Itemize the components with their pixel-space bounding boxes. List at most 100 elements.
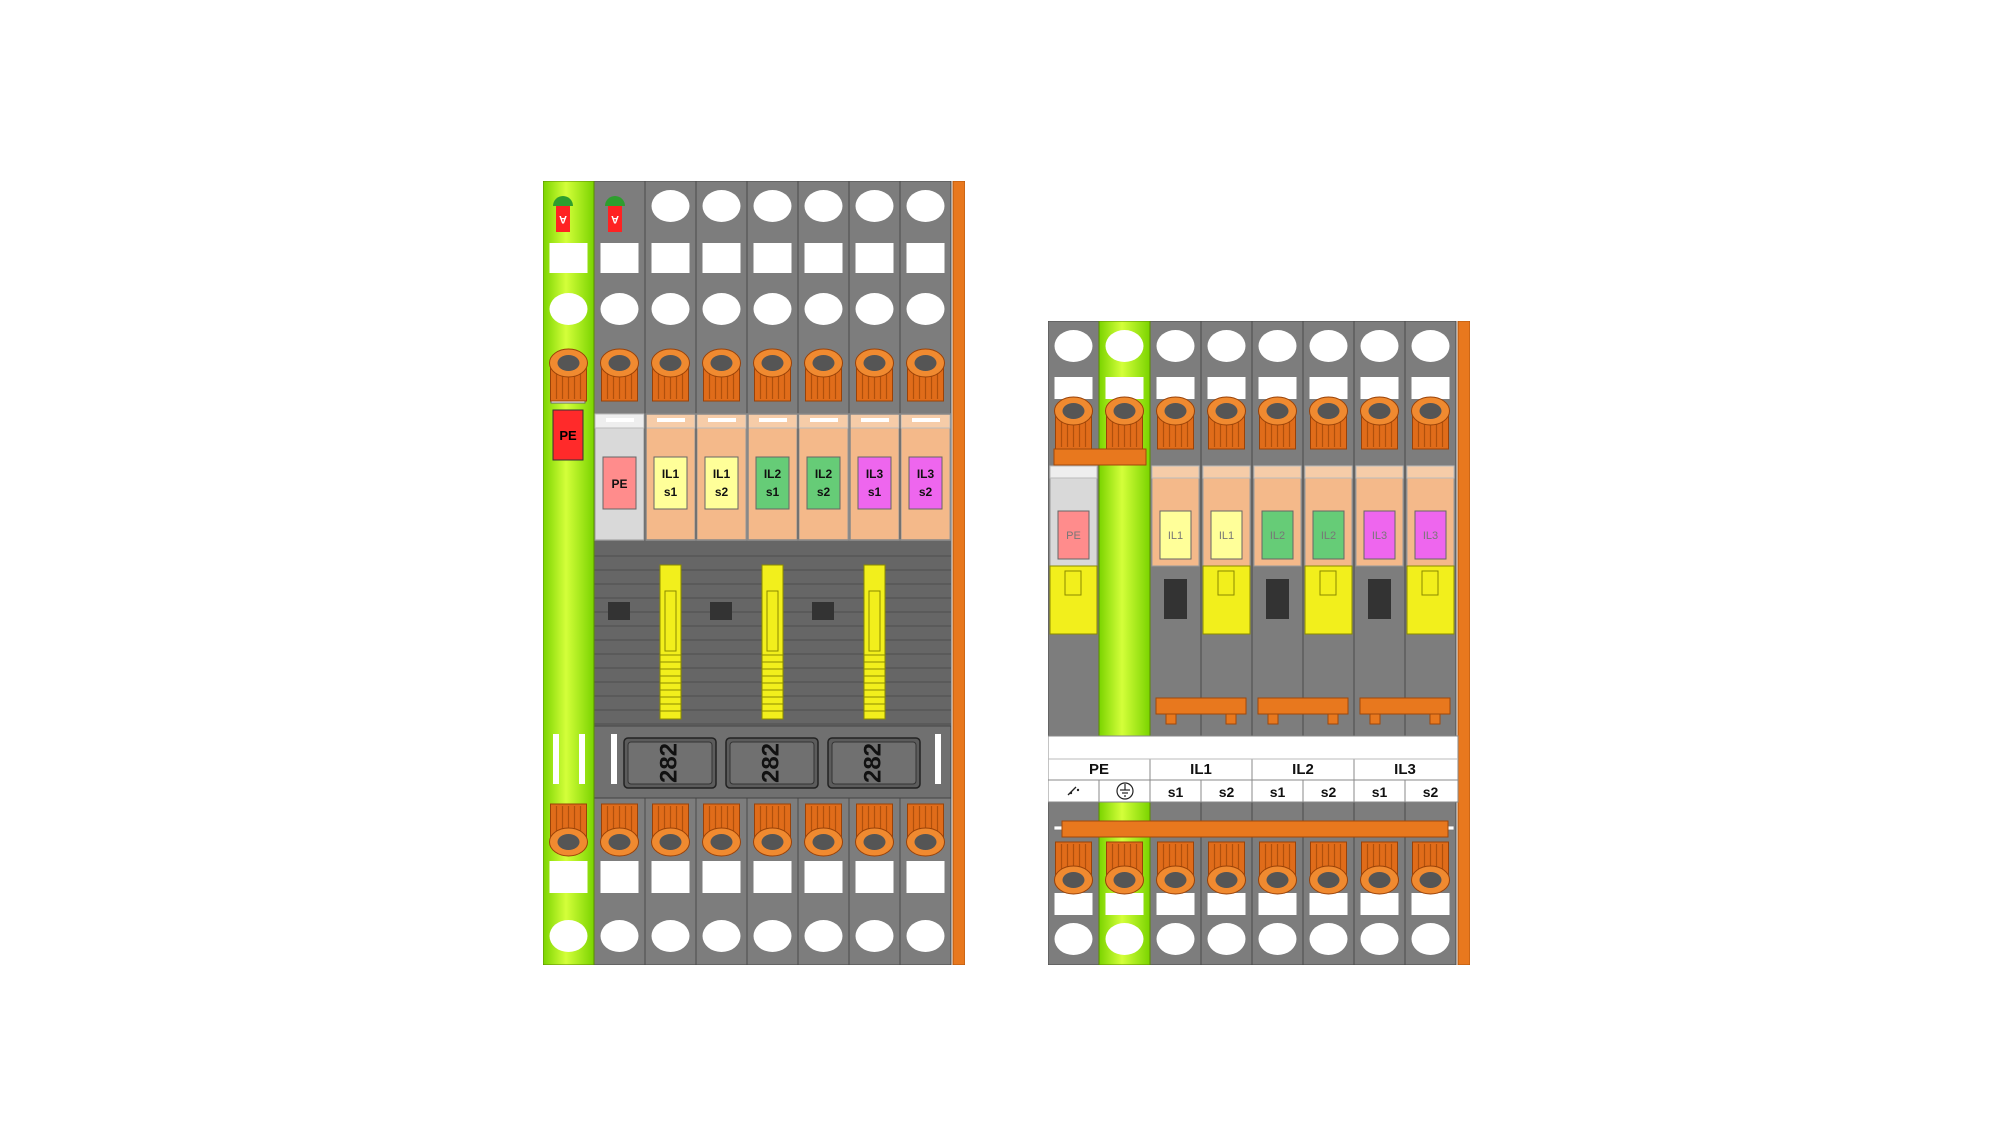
bottom-clamp-screw[interactable] — [1054, 841, 1093, 895]
terminal-block-assembly-left: PE A A PEIL1s1IL1s2IL2s1IL2s2IL3s1IL3s2 … — [543, 181, 965, 965]
wire-entry-opening — [1309, 923, 1348, 955]
pe-main-marker: PE — [552, 409, 584, 461]
test-disconnect-sliders — [608, 564, 886, 720]
marker-window — [1105, 893, 1144, 915]
bottom-clamp-screw[interactable] — [1309, 841, 1348, 895]
top-clamp-screw[interactable] — [651, 348, 690, 402]
module-label-text: PE — [1066, 530, 1081, 542]
top-clamp-screw[interactable] — [1207, 396, 1246, 450]
disconnect-slider[interactable] — [659, 564, 682, 720]
sub-label: s1 — [1372, 784, 1388, 800]
bottom-clamp-screw[interactable] — [549, 803, 588, 857]
sub-label: s1 — [1168, 784, 1184, 800]
top-clamp-screw[interactable] — [1105, 396, 1144, 450]
top-clamp-screw[interactable] — [600, 348, 639, 402]
bottom-clamp-screw[interactable] — [702, 803, 741, 857]
bridge-marker: 282 — [623, 737, 717, 789]
disconnect-knob — [710, 602, 732, 620]
wire-entry-opening — [804, 920, 843, 952]
bottom-clamp-screw[interactable] — [600, 803, 639, 857]
top-marker-pe: A — [553, 196, 573, 232]
clamp-screws[interactable] — [1054, 396, 1450, 895]
module-label — [857, 456, 892, 510]
top-clamp-screw[interactable] — [855, 348, 894, 402]
disconnect-slider[interactable] — [1406, 565, 1455, 635]
marker-window — [1360, 377, 1399, 399]
top-clamp-screw[interactable] — [804, 348, 843, 402]
fuse-module[interactable]: IL3 — [1355, 465, 1404, 567]
bottom-clamp-screw[interactable] — [1207, 841, 1246, 895]
bottom-clamp-screw[interactable] — [1360, 841, 1399, 895]
module-label-line2: s2 — [715, 485, 729, 499]
wire-entry-opening — [1156, 330, 1195, 362]
bottom-clamp-screw[interactable] — [855, 803, 894, 857]
wire-entry-opening — [804, 293, 843, 325]
marker-window — [600, 861, 639, 893]
bottom-clamp-screw[interactable] — [906, 803, 945, 857]
wire-entry-opening — [855, 920, 894, 952]
module-label-line2: s1 — [766, 485, 780, 499]
top-clamp-screw[interactable] — [1360, 396, 1399, 450]
module-label-text: IL1 — [1219, 530, 1234, 542]
bottom-clamp-screw[interactable] — [1105, 841, 1144, 895]
module-label-line1: IL3 — [866, 467, 884, 481]
top-clamp-screw[interactable] — [702, 348, 741, 402]
top-clamp-screw[interactable] — [1411, 396, 1450, 450]
cross-jumpers — [1155, 697, 1451, 725]
terminal-openings — [1054, 330, 1450, 955]
wire-entry-opening — [1360, 330, 1399, 362]
disconnect-slider[interactable] — [761, 564, 784, 720]
marker-window — [906, 861, 945, 893]
marker-window — [1309, 377, 1348, 399]
disconnect-slider[interactable] — [1304, 565, 1353, 635]
top-clamp-screw[interactable] — [1054, 396, 1093, 450]
bottom-clamp-screw[interactable] — [804, 803, 843, 857]
marker-window — [753, 861, 792, 893]
top-clamp-screw[interactable] — [1156, 396, 1195, 450]
fuse-module[interactable]: IL2 — [1253, 465, 1302, 567]
bottom-clamp-screw[interactable] — [1156, 841, 1195, 895]
fuse-module[interactable]: IL1 — [1151, 465, 1200, 567]
bottom-clamp-screw[interactable] — [753, 803, 792, 857]
fuse-module[interactable]: IL3 — [1406, 465, 1455, 567]
wire-entry-opening — [1360, 923, 1399, 955]
bottom-clamp-screw[interactable] — [1411, 841, 1450, 895]
wire-entry-opening — [753, 920, 792, 952]
disconnect-knob — [812, 602, 834, 620]
top-clamp-screw[interactable] — [549, 348, 588, 402]
module-label-line2: s2 — [919, 485, 933, 499]
top-clamp-screw[interactable] — [1258, 396, 1297, 450]
fuse-module[interactable]: IL1 — [1202, 465, 1251, 567]
module-label — [1261, 510, 1294, 560]
disconnect-slider[interactable] — [863, 564, 886, 720]
pe-main-label: PE — [559, 428, 577, 443]
pe-disconnect-module[interactable]: PE — [1049, 465, 1098, 567]
fuse-module[interactable]: IL2 — [1304, 465, 1353, 567]
pe-disconnect-module[interactable]: PE — [594, 413, 645, 541]
top-clamp-screw[interactable] — [1309, 396, 1348, 450]
marker-window — [1258, 377, 1297, 399]
disconnect-knob — [1368, 579, 1391, 619]
bridge-marker: 282 — [725, 737, 819, 789]
module-label — [908, 456, 943, 510]
clamp-screws[interactable] — [549, 348, 945, 857]
marker-window — [753, 243, 792, 273]
disconnect-slider[interactable] — [1202, 565, 1251, 635]
top-clamp-screw[interactable] — [906, 348, 945, 402]
marker-window — [1207, 377, 1246, 399]
top-clamp-screw[interactable] — [753, 348, 792, 402]
wire-entry-opening — [651, 190, 690, 222]
module-label-text: IL2 — [1270, 530, 1285, 542]
bottom-clamp-screw[interactable] — [1258, 841, 1297, 895]
bottom-clamp-screw[interactable] — [651, 803, 690, 857]
marker-window — [549, 861, 588, 893]
marker-window — [855, 861, 894, 893]
